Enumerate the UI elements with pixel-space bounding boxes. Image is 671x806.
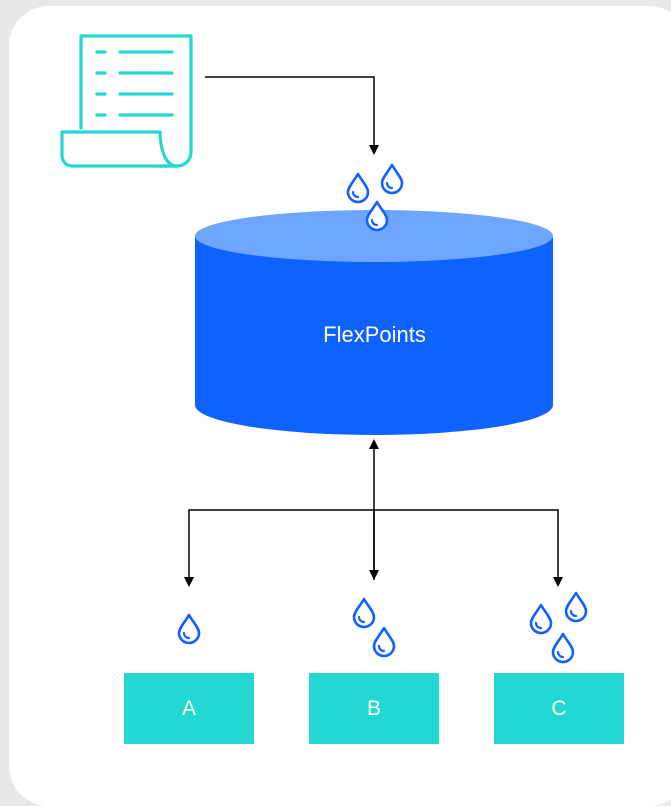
water-drop-icon xyxy=(529,603,553,635)
pool-label: FlexPoints xyxy=(323,322,426,347)
flexpoints-pool-cylinder xyxy=(195,210,553,435)
receipt-document-icon xyxy=(60,34,193,168)
distribution-arrows xyxy=(184,439,563,587)
diagram-canvas xyxy=(60,34,588,664)
water-drop-icon xyxy=(551,632,575,664)
account-box-a: A xyxy=(124,673,254,744)
water-drop-icon xyxy=(380,163,404,195)
water-drop-icon xyxy=(346,172,370,204)
water-drop-icon xyxy=(564,591,588,623)
water-drop-icon xyxy=(177,613,201,645)
water-drop-icon xyxy=(372,626,396,658)
account-box-c: C xyxy=(494,673,624,744)
water-drop-icon xyxy=(365,200,389,232)
account-a-drops xyxy=(177,613,201,645)
input-arrow xyxy=(205,76,379,155)
account-box-b: B xyxy=(309,673,439,744)
account-c-drops xyxy=(529,591,588,664)
water-drop-icon xyxy=(352,597,376,629)
account-b-drops xyxy=(352,597,396,658)
